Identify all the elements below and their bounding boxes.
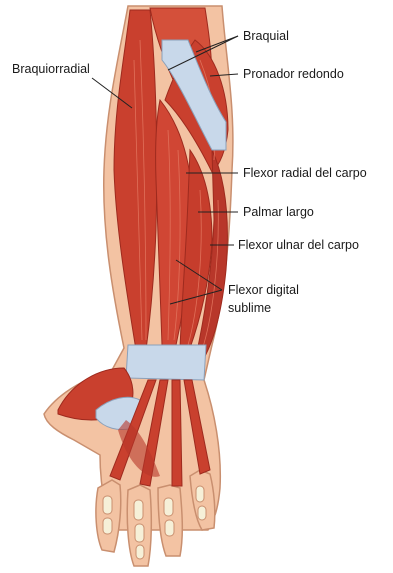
- flexor-retinaculum: [126, 345, 206, 380]
- bone-index-1: [103, 496, 112, 514]
- label-pronador-redondo: Pronador redondo: [243, 67, 344, 81]
- finger-index: [96, 480, 121, 552]
- label-braquial: Braquial: [243, 29, 289, 43]
- label-flexor-radial-carpo: Flexor radial del carpo: [243, 166, 367, 180]
- bone-index-2: [103, 518, 112, 534]
- bone-middle-3: [136, 545, 144, 559]
- bone-ring-2: [165, 520, 174, 536]
- bone-little-1: [196, 486, 204, 502]
- bone-ring-1: [164, 498, 173, 516]
- label-palmar-largo: Palmar largo: [243, 205, 314, 219]
- label-flexor-ulnar-carpo: Flexor ulnar del carpo: [238, 238, 359, 252]
- bone-little-2: [198, 506, 206, 520]
- label-braquiorradial: Braquiorradial: [12, 62, 90, 76]
- label-flexor-digital-line2: sublime: [228, 301, 271, 315]
- bone-middle-2: [135, 524, 144, 542]
- tendon-ring: [172, 380, 182, 486]
- bone-middle-1: [134, 500, 143, 520]
- label-flexor-digital-line1: Flexor digital: [228, 283, 299, 297]
